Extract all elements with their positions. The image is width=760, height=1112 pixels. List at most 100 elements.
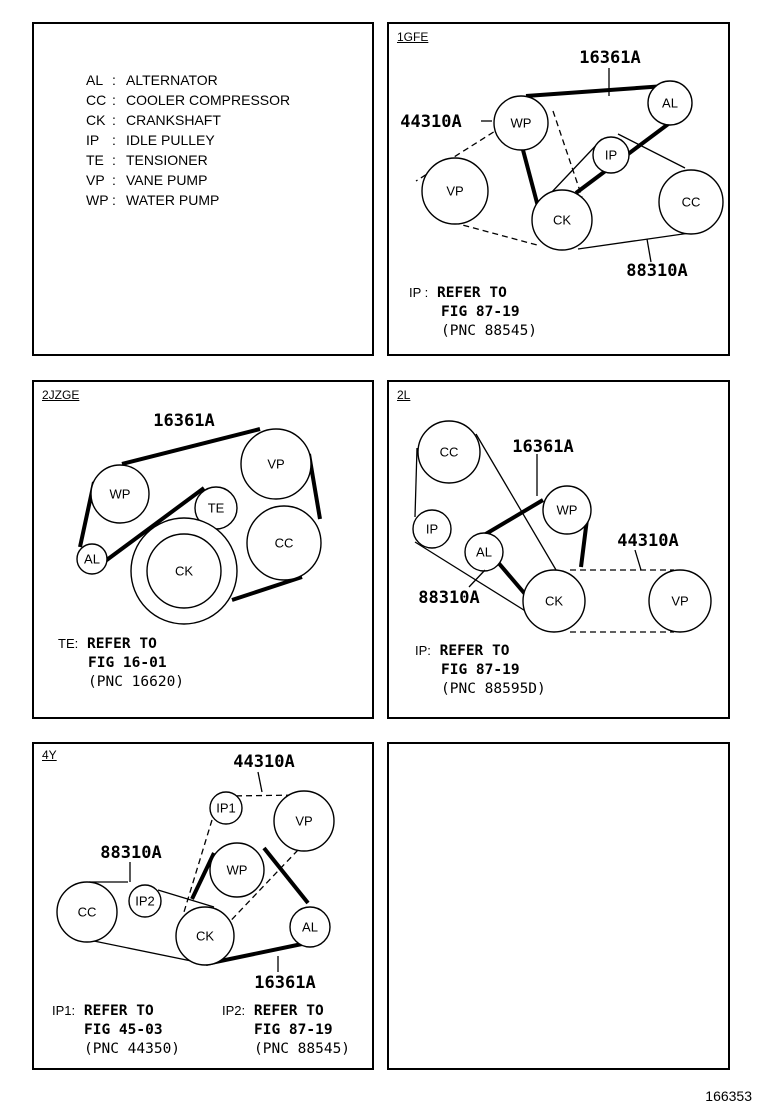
note-refer: REFER TO	[437, 285, 507, 301]
legend-row: CC:COOLER COMPRESSOR	[86, 90, 290, 110]
part-number-88310a: 88310A	[626, 261, 687, 281]
legend-sep: :	[112, 172, 116, 188]
reference-note: IP : REFER TO FIG 87-19 (PNC 88545)	[409, 283, 537, 341]
pulley-label: VP	[671, 594, 688, 609]
legend-row: VP:VANE PUMP	[86, 170, 290, 190]
reference-note: IP2: REFER TO FIG 87-19 (PNC 88545)	[222, 1001, 350, 1059]
legend-name: CRANKSHAFT	[126, 112, 221, 128]
pulley-label: CK	[196, 929, 214, 944]
belt-diagram-2jzge: WP VP TE AL CK CC 16361A	[76, 411, 322, 625]
note-prefix: IP2:	[222, 1003, 246, 1018]
pulley-vp: VP	[421, 157, 489, 225]
engine-tag: 2L	[397, 388, 411, 402]
pulley-label: VP	[295, 814, 312, 829]
belt-16361a-segment	[262, 846, 310, 905]
belt-16361a-segment	[102, 486, 206, 564]
note-pnc: (PNC 16620)	[88, 674, 185, 690]
belt-88310a-segment	[88, 939, 207, 965]
part-number-16361a: 16361A	[153, 411, 214, 431]
belt-16361a-segment	[121, 427, 261, 466]
pulley-al: AL	[464, 532, 504, 572]
part-number-16361a: 16361A	[254, 973, 315, 993]
pulley-vp: VP	[273, 790, 335, 852]
pulley-label: CC	[275, 536, 294, 551]
pulley-label: CC	[78, 905, 97, 920]
legend-row: CK: CRANKSHAFT	[86, 110, 290, 130]
pulley-cc: CC	[56, 881, 118, 943]
belt-16361a-segment	[231, 575, 303, 602]
part-number-16361a: 16361A	[579, 48, 640, 68]
legend-abbr: IP	[86, 132, 100, 148]
pulley-ck: CK	[531, 189, 593, 251]
engine-tag: 1GFE	[397, 30, 429, 44]
note-pnc: (PNC 88545)	[441, 323, 538, 339]
pulley-cc: CC	[246, 505, 322, 581]
legend-list: AL:ALTERNATOR CC:COOLER COMPRESSOR CK:CR…	[86, 70, 290, 210]
pulley-label: CC	[682, 195, 701, 210]
pulley-ip: IP	[592, 136, 630, 174]
note-pnc: (PNC 44350)	[84, 1041, 181, 1057]
note-figure: FIG 45-03	[84, 1022, 163, 1038]
pulley-label: CK	[545, 594, 563, 609]
legend-abbr: CC	[86, 92, 107, 108]
legend-name: IDLE PULLEY	[126, 132, 215, 148]
pulley-ck: CK	[175, 906, 235, 966]
pulley-wp: WP	[542, 485, 592, 535]
pulley-label: WP	[557, 503, 578, 518]
legend-sep: :	[112, 72, 116, 88]
belt-16361a-segment	[205, 942, 303, 966]
belt-16361a-segment	[190, 852, 216, 900]
part-number-16361a: 16361A	[512, 437, 573, 457]
callout-leader	[634, 549, 642, 571]
pulley-label: TE	[208, 501, 225, 516]
note-prefix: IP1:	[52, 1003, 76, 1018]
legend-row: IP:IDLE PULLEY	[86, 130, 290, 150]
pulley-vp: VP	[240, 428, 312, 500]
pulley-wp: WP	[90, 464, 150, 524]
pulley-ip: IP	[412, 509, 452, 549]
note-prefix: TE:	[58, 636, 79, 651]
pulley-label: AL	[662, 96, 678, 111]
note-figure: FIG 87-19	[254, 1022, 333, 1038]
callout-leader	[646, 238, 652, 263]
pulley-label: VP	[446, 184, 463, 199]
note-figure: FIG 87-19	[441, 304, 520, 320]
belt-88310a-segment	[414, 541, 528, 613]
belt-diagram-2l: CC IP AL WP CK VP 16361A 44310A 88310A	[412, 420, 712, 633]
legend-sep: :	[112, 112, 116, 128]
pulley-ck: CK	[522, 569, 586, 633]
note-prefix: IP:	[415, 643, 431, 658]
note-refer: REFER TO	[86, 636, 157, 652]
legend-sep: :	[112, 152, 116, 168]
pulley-al: AL	[289, 906, 331, 948]
pulley-vp: VP	[648, 569, 712, 633]
pulley-wp: WP	[209, 842, 265, 898]
pulley-al: AL	[647, 80, 693, 126]
reference-note: IP: REFER TO FIG 87-19 (PNC 88595D)	[415, 641, 546, 699]
pulley-ip1: IP1	[209, 791, 243, 825]
pulley-label: AL	[476, 545, 492, 560]
pulley-al: AL	[76, 543, 108, 575]
legend-name: COOLER COMPRESSOR	[126, 92, 291, 108]
legend-abbr: CK	[86, 112, 106, 128]
belt-16361a-segment	[477, 498, 545, 540]
pulley-ip2: IP2	[128, 884, 162, 918]
callout-leader	[468, 569, 486, 588]
legend-abbr: TE	[86, 152, 104, 168]
pulley-ck: CK	[130, 517, 238, 625]
belt-16361a-segment	[494, 558, 527, 596]
pulley-label: IP	[605, 148, 617, 163]
belt-88310a-segment	[157, 889, 215, 908]
pulley-label: WP	[511, 116, 532, 131]
legend-name: TENSIONER	[126, 152, 208, 168]
belt-diagram-4y: IP1 VP WP CC IP2 CK AL 44310A 88310A 163…	[56, 752, 335, 993]
pulley-cc: CC	[417, 420, 481, 484]
legend-abbr: VP	[86, 172, 105, 188]
part-number-44310a: 44310A	[400, 112, 461, 132]
legend-row: TE: TENSIONER	[86, 150, 290, 170]
legend-name: ALTERNATOR	[126, 72, 218, 88]
reference-note: IP1: REFER TO FIG 45-03 (PNC 44350)	[52, 1001, 180, 1059]
belt-44310a-segment	[552, 110, 583, 198]
belt-88310a-segment	[617, 133, 686, 169]
note-refer: REFER TO	[439, 643, 510, 659]
